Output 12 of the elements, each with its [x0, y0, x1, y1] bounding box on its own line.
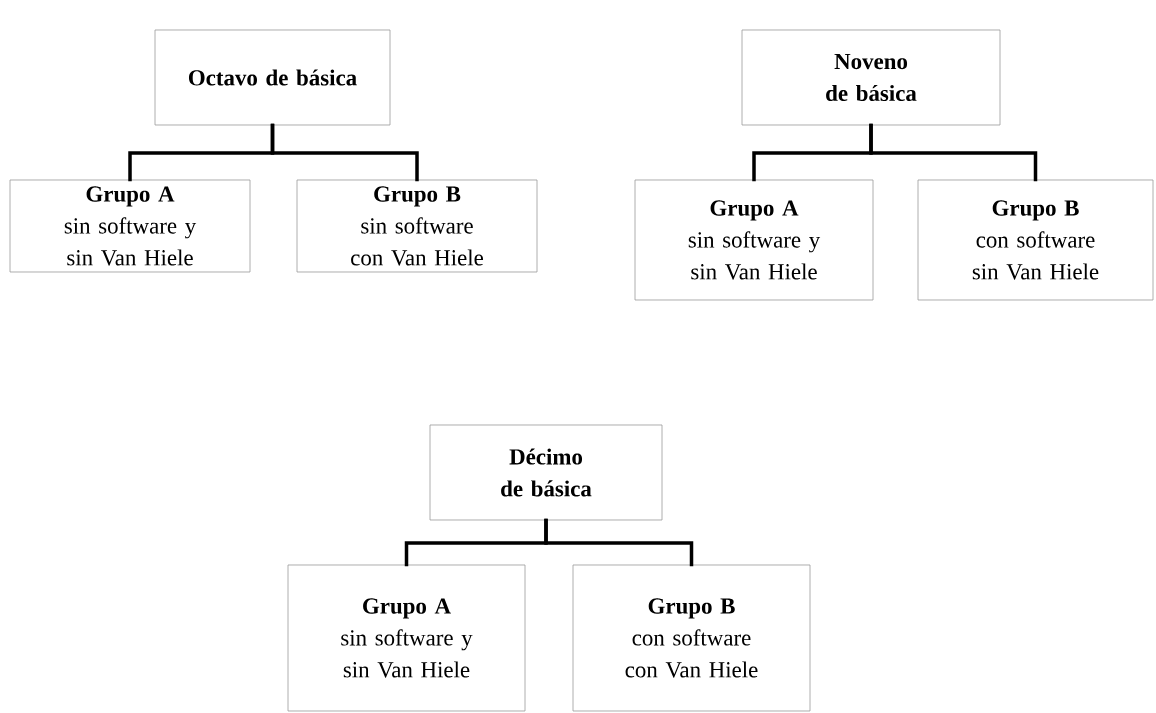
connector-line	[270, 123, 419, 182]
group-box: Grupo A sin software y sin Van Hiele	[287, 564, 526, 712]
level-box: Décimo de básica	[429, 424, 663, 521]
group-box: Grupo A sin software y sin Van Hiele	[634, 179, 874, 301]
connector-line	[869, 123, 1038, 182]
connector-line	[544, 518, 694, 567]
level-box: Octavo de básica	[154, 29, 391, 126]
group-box: Grupo A sin software y sin Van Hiele	[9, 179, 251, 273]
group-box: Grupo B con software sin Van Hiele	[917, 179, 1154, 301]
group-box: Grupo B sin software con Van Hiele	[296, 179, 538, 273]
group-box: Grupo B con software con Van Hiele	[572, 564, 811, 712]
level-box: Noveno de básica	[741, 29, 1001, 126]
